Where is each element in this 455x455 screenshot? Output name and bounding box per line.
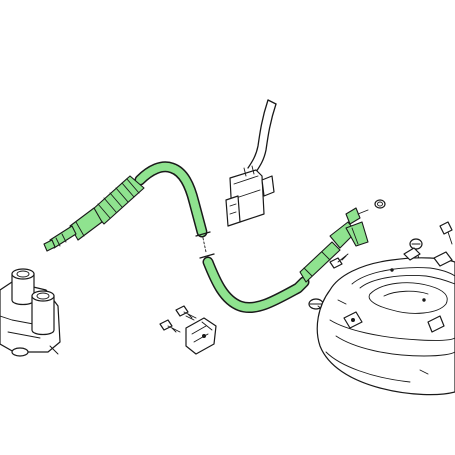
bolt-right-edge[interactable] [439,221,453,245]
bolt-left-upper[interactable] [175,305,197,321]
bolt-left-lower[interactable] [159,319,181,333]
cable-clamp[interactable] [185,317,217,355]
fork-top-assembly[interactable] [0,268,61,357]
speedometer-cable[interactable] [43,161,369,314]
wire-harness-connector[interactable] [225,99,277,227]
meter-housing[interactable] [316,247,455,396]
bolt-center[interactable] [329,253,349,269]
o-ring[interactable] [374,199,386,209]
